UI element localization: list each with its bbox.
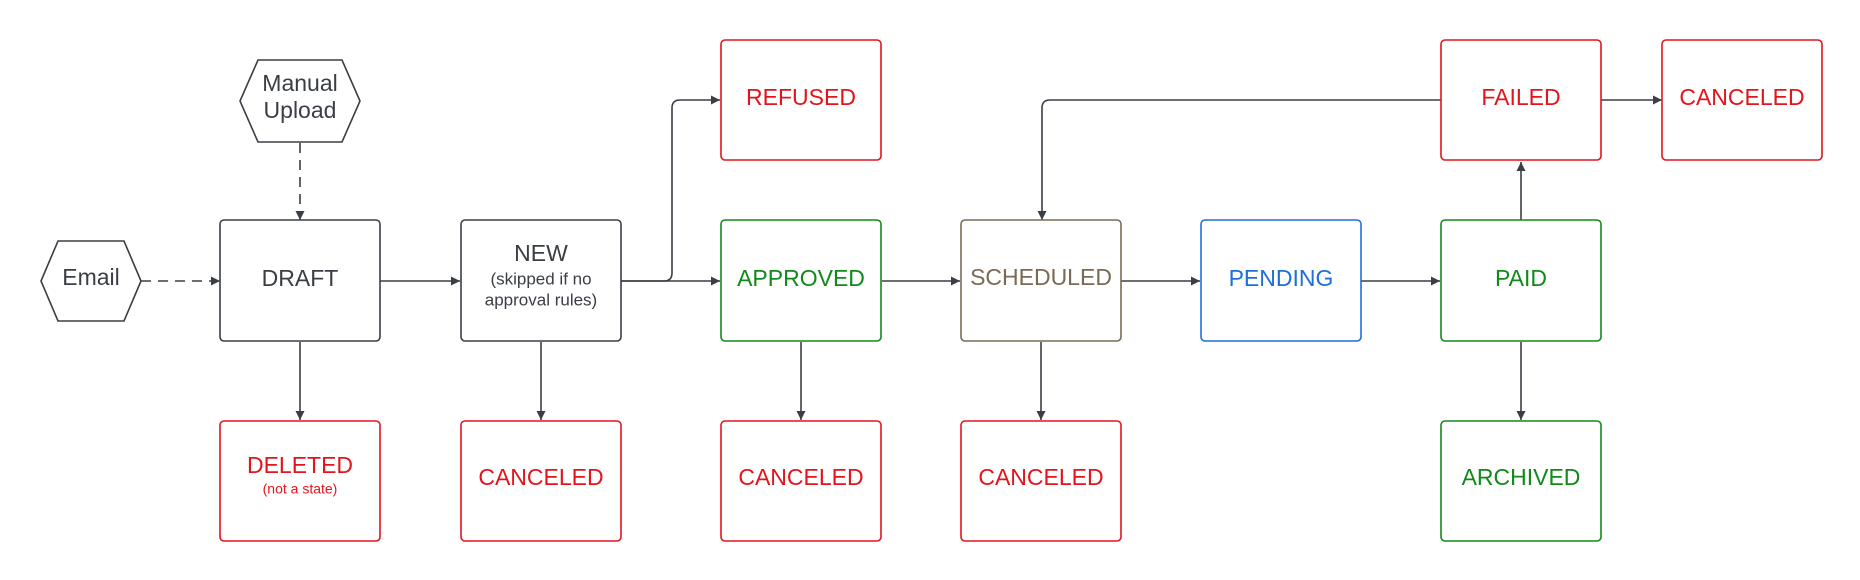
archived-box [1440, 420, 1602, 542]
node-draft: DRAFT [219, 219, 381, 342]
deleted-note: (not a state) [263, 481, 338, 497]
deleted-box [219, 420, 381, 542]
pending-label: PENDING [1229, 265, 1334, 291]
approved-canceled-box [720, 420, 882, 542]
manual-upload-label-line2: Upload [264, 97, 337, 123]
scheduled-canceled-box [960, 420, 1122, 542]
node-new: NEW (skipped if no approval rules) [460, 219, 622, 342]
new-label: NEW [514, 240, 568, 266]
node-new-canceled: CANCELED [460, 420, 622, 542]
node-email: Email [40, 240, 142, 322]
deleted-label: DELETED [247, 452, 353, 478]
archived-label: ARCHIVED [1462, 464, 1581, 490]
email-label: Email [62, 264, 120, 290]
failed-canceled-box [1661, 39, 1823, 161]
scheduled-label: SCHEDULED [970, 264, 1112, 290]
failed-box [1440, 39, 1602, 161]
node-deleted: DELETED (not a state) [219, 420, 381, 542]
approved-label: APPROVED [737, 265, 865, 291]
new-note-line2: approval rules) [485, 290, 597, 309]
draft-label: DRAFT [262, 265, 339, 291]
node-failed-canceled: CANCELED [1661, 39, 1823, 161]
approved-canceled-label: CANCELED [738, 464, 863, 490]
new-note-line1: (skipped if no [490, 269, 591, 288]
node-paid: PAID [1440, 219, 1602, 342]
node-scheduled-canceled: CANCELED [960, 420, 1122, 542]
pending-box [1200, 219, 1362, 342]
node-manual-upload: Manual Upload [239, 59, 361, 143]
new-canceled-box [460, 420, 622, 542]
node-scheduled: SCHEDULED [960, 219, 1122, 342]
edge-failed-scheduled [1037, 99, 1441, 220]
approved-box [720, 219, 882, 342]
new-canceled-label: CANCELED [478, 464, 603, 490]
node-failed: FAILED [1440, 39, 1602, 161]
node-refused: REFUSED [720, 39, 882, 161]
email-hexagon [40, 240, 142, 322]
refused-label: REFUSED [746, 84, 856, 110]
edge-new-refused [621, 95, 720, 282]
node-approved-canceled: CANCELED [720, 420, 882, 542]
node-pending: PENDING [1200, 219, 1362, 342]
failed-label: FAILED [1481, 84, 1560, 110]
manual-upload-label-line1: Manual [262, 70, 337, 96]
edges [141, 95, 1662, 420]
scheduled-canceled-label: CANCELED [978, 464, 1103, 490]
failed-canceled-label: CANCELED [1679, 84, 1804, 110]
paid-box [1440, 219, 1602, 342]
new-box [460, 219, 622, 342]
node-approved: APPROVED [720, 219, 882, 342]
refused-box [720, 39, 882, 161]
node-archived: ARCHIVED [1440, 420, 1602, 542]
manual-upload-hexagon [239, 59, 361, 143]
draft-box [219, 219, 381, 342]
scheduled-box [960, 219, 1122, 342]
paid-label: PAID [1495, 265, 1547, 291]
